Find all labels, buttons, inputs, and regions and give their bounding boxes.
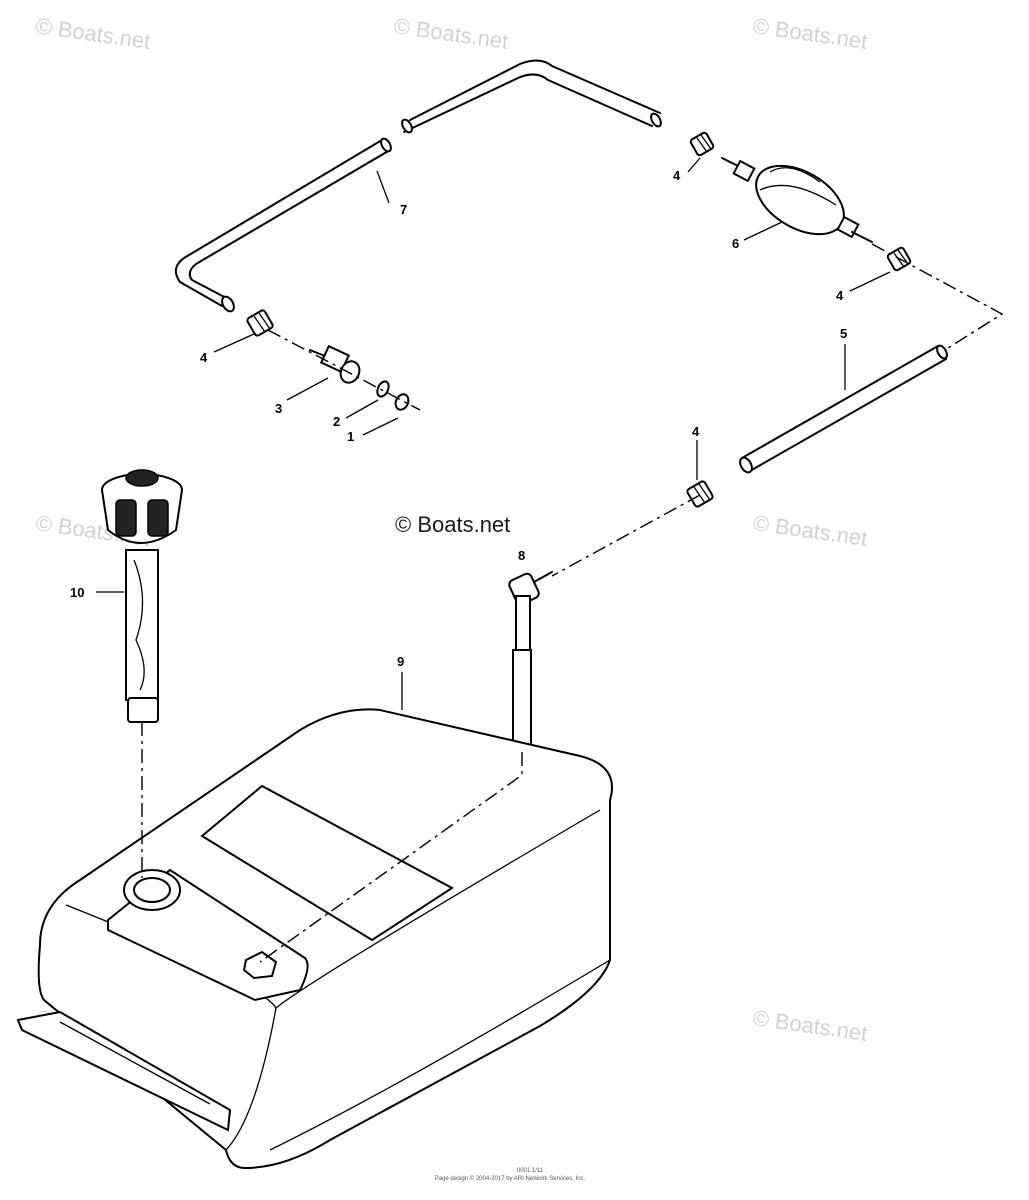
callout-4-left: 4 (200, 350, 208, 365)
callout-5: 5 (840, 326, 847, 341)
o-ring-part-2[interactable] (375, 380, 391, 399)
footer: 0001 1/11 Page design © 2004-2017 by ARI… (435, 1168, 586, 1182)
callout-4-upper: 4 (673, 168, 681, 183)
hose-clamp-lower[interactable] (686, 480, 714, 508)
primer-bulb-part-6[interactable] (721, 152, 873, 248)
callout-1: 1 (347, 429, 354, 444)
fuel-hose-part-7[interactable] (174, 59, 663, 313)
callout-9: 9 (397, 654, 404, 669)
assembly-lines (141, 243, 1004, 963)
pickup-tube-part-8[interactable] (508, 571, 553, 753)
callout-2: 2 (333, 414, 340, 429)
watermark-bottom-right: © Boats.net (751, 1005, 869, 1046)
callout-4-lower: 4 (692, 424, 700, 439)
watermark-center: © Boats.net (395, 512, 510, 537)
fuel-hose-part-5[interactable] (738, 344, 949, 474)
hose-clamp-upper-right[interactable] (689, 131, 715, 157)
leader-lines (96, 157, 891, 710)
callout-7: 7 (400, 202, 407, 217)
connector-part-3[interactable] (309, 344, 363, 386)
footer-code: 0001 1/11 (517, 1168, 544, 1174)
callout-4-right: 4 (836, 288, 844, 303)
callout-8: 8 (518, 548, 525, 563)
callout-10: 10 (70, 585, 84, 600)
fuel-gauge-part-10[interactable] (101, 469, 183, 723)
callouts: 1 2 3 4 7 4 6 4 5 4 8 10 9 (70, 168, 847, 669)
watermark-top-center: © Boats.net (392, 13, 510, 54)
callout-6: 6 (732, 236, 739, 251)
o-ring-part-1[interactable] (393, 392, 411, 412)
footer-copyright: Page design © 2004-2017 by ARI Network S… (435, 1175, 586, 1182)
fuel-tank-part-9[interactable] (16, 708, 613, 1170)
callout-3: 3 (275, 401, 282, 416)
watermark-top-right: © Boats.net (751, 13, 869, 54)
watermark-mid-right: © Boats.net (751, 510, 869, 551)
watermark-top-left: © Boats.net (34, 13, 152, 54)
hose-clamp-left[interactable] (246, 309, 274, 337)
